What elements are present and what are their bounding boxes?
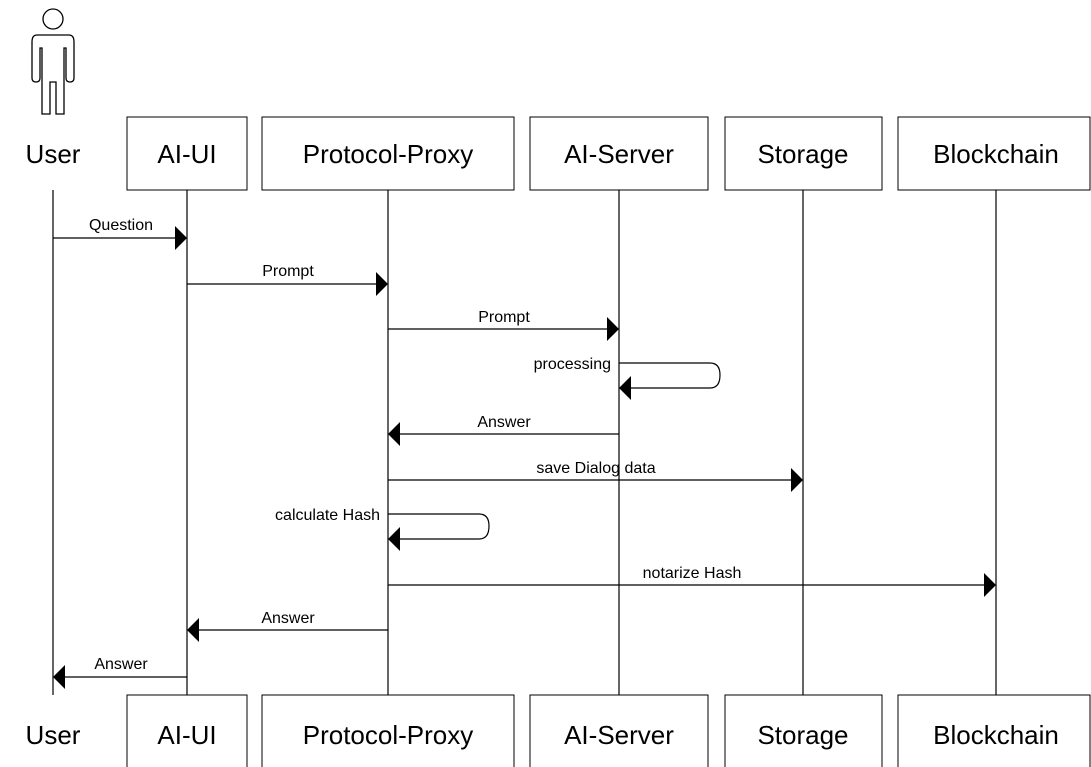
top-participants: User AI-UI Protocol-Proxy AI-Server Stor…	[26, 116, 1091, 191]
participant-label-ai-ui-bottom: AI-UI	[157, 720, 216, 750]
participant-label-protocol-proxy-top: Protocol-Proxy	[303, 139, 474, 169]
participant-label-protocol-proxy-bottom: Protocol-Proxy	[303, 720, 474, 750]
participant-label-ai-server-top: AI-Server	[564, 139, 674, 169]
participant-box-ai-server-top	[529, 116, 709, 191]
message-prompt-to-proxy: Prompt	[187, 263, 388, 296]
arrowhead-right-icon	[984, 573, 996, 597]
arrowhead-left-icon	[53, 665, 65, 689]
participant-label-user-bottom: User	[26, 720, 81, 750]
message-answer-from-server: Answer	[388, 414, 619, 446]
message-label: Question	[89, 217, 153, 234]
message-label: calculate Hash	[275, 507, 380, 524]
participant-box-storage-top	[724, 116, 883, 191]
message-calculate-hash: calculate Hash	[275, 507, 490, 551]
message-label: Answer	[477, 414, 531, 431]
participant-box-ai-ui-bottom	[126, 694, 248, 767]
participant-label-user-top: User	[26, 139, 81, 169]
user-actor-icon	[31, 8, 75, 115]
participant-box-blockchain-bottom	[897, 694, 1091, 767]
messages: Question Prompt Prompt processing Answer	[53, 217, 996, 689]
bottom-participants: User AI-UI Protocol-Proxy AI-Server Stor…	[26, 694, 1091, 767]
arrowhead-right-icon	[607, 317, 619, 341]
message-label: Answer	[94, 656, 148, 673]
message-label: notarize Hash	[643, 565, 742, 582]
message-notarize-hash: notarize Hash	[388, 565, 996, 597]
participant-box-protocol-proxy-top	[261, 116, 515, 191]
message-answer-to-user: Answer	[53, 656, 187, 689]
arrowhead-left-icon	[619, 376, 631, 400]
participant-box-protocol-proxy-bottom	[261, 694, 515, 767]
participant-box-ai-server-bottom	[529, 694, 709, 767]
arrowhead-left-icon	[187, 618, 199, 642]
participant-label-ai-server-bottom: AI-Server	[564, 720, 674, 750]
participant-label-storage-bottom: Storage	[757, 720, 848, 750]
participant-label-blockchain-bottom: Blockchain	[933, 720, 1059, 750]
message-question: Question	[53, 217, 187, 250]
lifelines	[52, 190, 997, 695]
participant-box-blockchain-top	[897, 116, 1091, 191]
message-label: processing	[534, 356, 611, 373]
participant-box-ai-ui-top	[126, 116, 248, 191]
participant-label-storage-top: Storage	[757, 139, 848, 169]
arrowhead-right-icon	[791, 468, 803, 492]
message-label: Answer	[261, 610, 315, 627]
message-label: Prompt	[262, 263, 314, 280]
message-label: Prompt	[478, 309, 530, 326]
message-prompt-to-server: Prompt	[388, 309, 619, 341]
arrowhead-right-icon	[175, 226, 187, 250]
participant-label-blockchain-top: Blockchain	[933, 139, 1059, 169]
participant-label-ai-ui-top: AI-UI	[157, 139, 216, 169]
arrowhead-left-icon	[388, 527, 400, 551]
arrowhead-left-icon	[388, 422, 400, 446]
participant-box-storage-bottom	[724, 694, 883, 767]
arrowhead-right-icon	[376, 272, 388, 296]
message-label: save Dialog data	[536, 460, 655, 477]
message-answer-to-ui: Answer	[187, 610, 388, 642]
message-save-dialog-data: save Dialog data	[388, 460, 803, 492]
message-processing: processing	[534, 356, 721, 400]
